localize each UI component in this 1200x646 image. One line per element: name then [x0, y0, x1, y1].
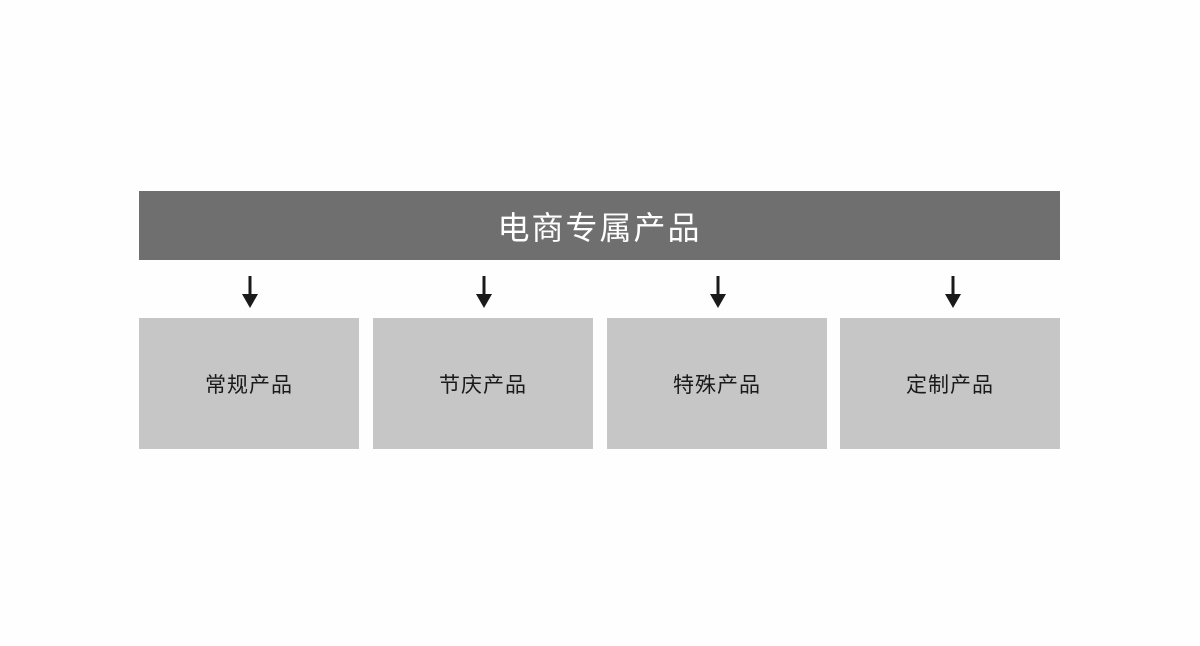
box-label: 常规产品 — [205, 372, 293, 397]
arrow-down-icon — [474, 276, 494, 308]
header-bar: 电商专属产品 — [139, 191, 1060, 260]
product-box-festival: 节庆产品 — [373, 318, 593, 449]
header-title: 电商专属产品 — [497, 208, 702, 247]
box-label: 节庆产品 — [439, 372, 527, 397]
arrow-down-icon — [708, 276, 728, 308]
product-box-regular: 常规产品 — [139, 318, 359, 449]
product-box-custom: 定制产品 — [840, 318, 1060, 449]
box-label: 定制产品 — [906, 372, 994, 397]
arrow-down-icon — [240, 276, 260, 308]
box-label: 特殊产品 — [673, 372, 761, 397]
product-box-special: 特殊产品 — [607, 318, 827, 449]
arrow-down-icon — [943, 276, 963, 308]
